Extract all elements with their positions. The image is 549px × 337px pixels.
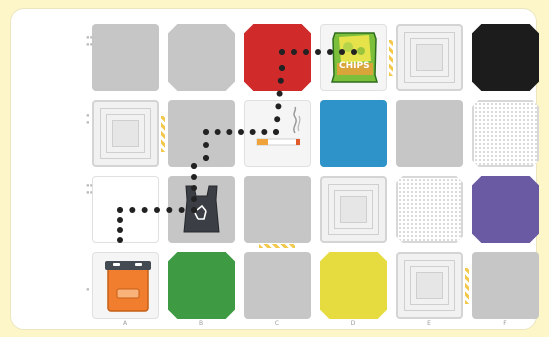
path-dot (191, 207, 197, 213)
path-dot (303, 49, 309, 55)
path-dot (117, 237, 123, 243)
path-dot (279, 65, 285, 71)
path-dot (273, 129, 279, 135)
path-dot (327, 49, 333, 55)
path-dot (215, 129, 221, 135)
path-dot (191, 163, 197, 169)
path-dot (191, 185, 197, 191)
path-dot (203, 155, 209, 161)
path-dot (179, 207, 185, 213)
path-dot (166, 207, 172, 213)
path-dot (250, 129, 256, 135)
path-dot (226, 129, 232, 135)
path-dot (315, 49, 321, 55)
path-dot (191, 196, 197, 202)
path-dot (117, 227, 123, 233)
path-dot (291, 49, 297, 55)
path-dot (279, 49, 285, 55)
path-dot (191, 174, 197, 180)
path-dot (274, 116, 280, 122)
path-dot (351, 49, 357, 55)
path-dot (278, 78, 284, 84)
path-dots (117, 49, 357, 243)
path-dot (117, 217, 123, 223)
path-dot (275, 103, 281, 109)
path-dot (203, 129, 209, 135)
path-dot (277, 91, 283, 97)
path-dot (117, 207, 123, 213)
path-dot (203, 142, 209, 148)
path-dot (261, 129, 267, 135)
path-dot (142, 207, 148, 213)
path-dot (238, 129, 244, 135)
path-dot (154, 207, 160, 213)
path-dot (129, 207, 135, 213)
path-dot (339, 49, 345, 55)
